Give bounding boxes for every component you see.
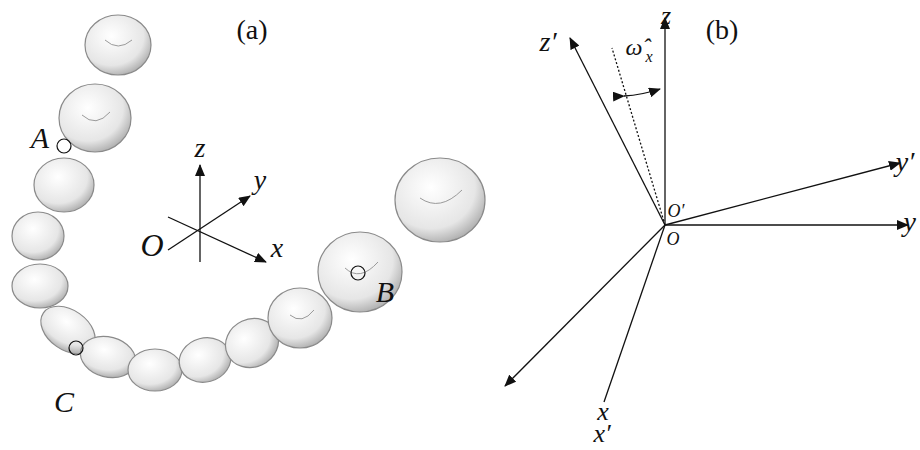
axis-label: z (195, 134, 206, 162)
angle-label: ω̂ (626, 35, 643, 59)
panel-label: (a) (236, 16, 267, 44)
origin-label: O (667, 230, 680, 248)
origin-label: O (140, 229, 163, 261)
origin-label: O′ (668, 202, 685, 220)
axis-label: y (254, 166, 266, 194)
axis-label: x (271, 234, 283, 262)
axes-a (168, 165, 266, 262)
dental-arch (12, 15, 485, 391)
axis-label: x′ (593, 421, 610, 447)
axis-label: y′ (896, 148, 915, 176)
axis-label: z (661, 3, 671, 29)
angle-subscript: x (645, 49, 652, 65)
landmark-circles (57, 139, 365, 355)
point-label: C (54, 387, 74, 417)
point-label: A (31, 123, 49, 153)
axis-label: z′ (539, 28, 556, 56)
panel-label: (b) (706, 16, 739, 44)
point-label: B (376, 277, 394, 307)
axis-label: y (904, 208, 916, 236)
axes-b (505, 18, 908, 402)
